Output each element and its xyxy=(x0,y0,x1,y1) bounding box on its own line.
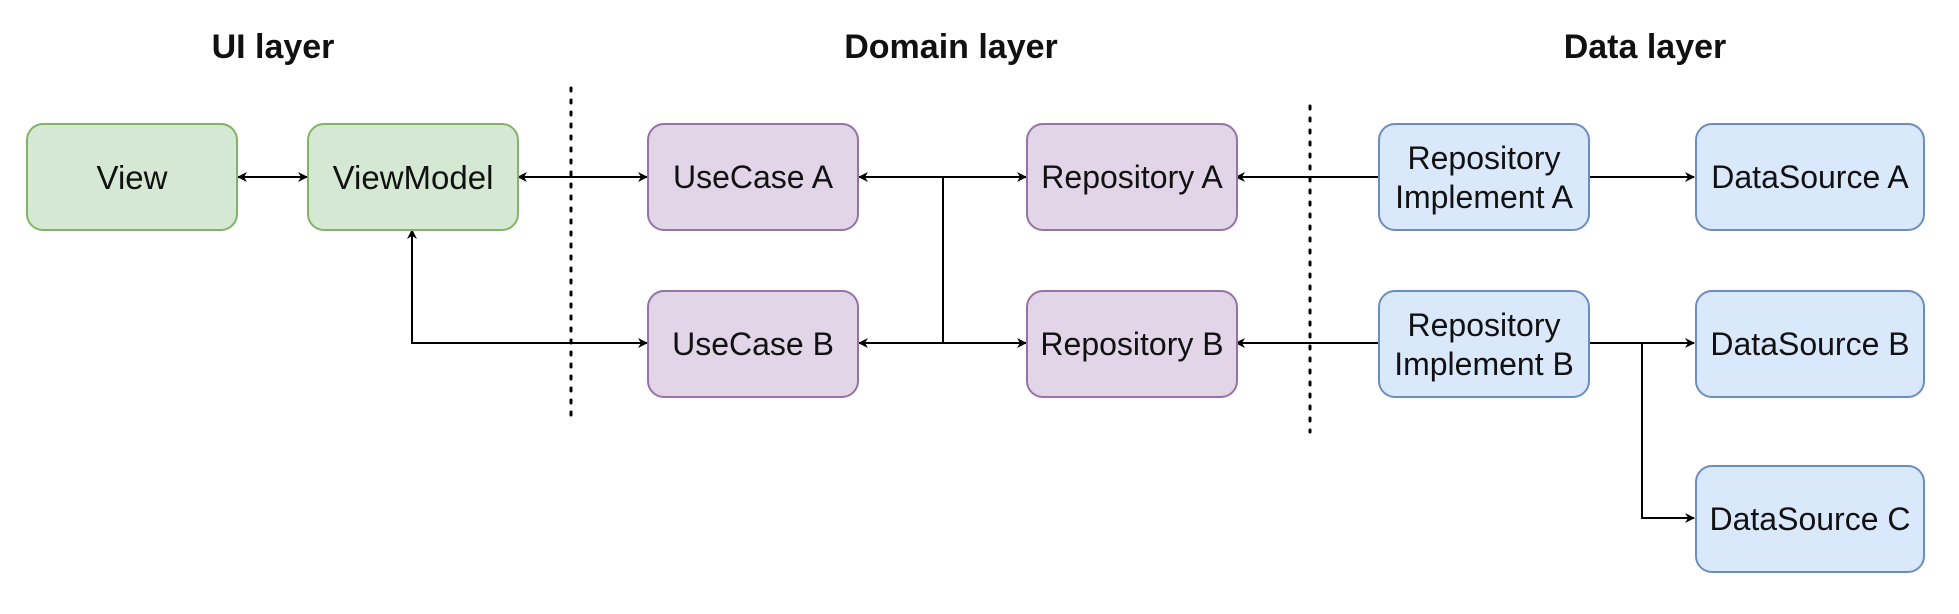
edge-impl-b-datasource-c xyxy=(1641,343,1695,523)
node-datasource-c[interactable]: DataSource C xyxy=(1695,465,1925,573)
node-repository-b[interactable]: Repository B xyxy=(1026,290,1238,398)
node-repository-implement-a-line1: Repository xyxy=(1408,140,1561,176)
node-usecase-b-label: UseCase B xyxy=(672,326,834,362)
heading-data-layer: Data layer xyxy=(1564,28,1727,66)
node-repository-implement-b-line1: Repository xyxy=(1408,307,1561,343)
edge-viewmodel-usecase-b xyxy=(407,229,648,348)
node-usecase-a[interactable]: UseCase A xyxy=(647,123,859,231)
heading-domain-layer: Domain layer xyxy=(844,28,1058,66)
node-repository-a-label: Repository A xyxy=(1041,159,1223,195)
node-repository-b-label: Repository B xyxy=(1040,326,1223,362)
node-datasource-c-label: DataSource C xyxy=(1710,501,1911,537)
node-datasource-b-label: DataSource B xyxy=(1710,326,1909,362)
node-repository-implement-b-line2: Implement B xyxy=(1394,346,1574,382)
node-usecase-b[interactable]: UseCase B xyxy=(647,290,859,398)
node-viewmodel-label: ViewModel xyxy=(333,159,494,196)
node-viewmodel[interactable]: ViewModel xyxy=(307,123,519,231)
node-repository-implement-b[interactable]: Repository Implement B xyxy=(1378,290,1590,398)
node-datasource-a[interactable]: DataSource A xyxy=(1695,123,1925,231)
node-view-label: View xyxy=(97,159,168,196)
node-view[interactable]: View xyxy=(26,123,238,231)
node-datasource-a-label: DataSource A xyxy=(1711,159,1909,195)
heading-ui-layer: UI layer xyxy=(212,28,335,66)
node-repository-implement-a-line2: Implement A xyxy=(1395,179,1574,215)
node-usecase-a-label: UseCase A xyxy=(673,159,834,195)
connectors xyxy=(237,172,1695,523)
node-repository-a[interactable]: Repository A xyxy=(1026,123,1238,231)
node-datasource-b[interactable]: DataSource B xyxy=(1695,290,1925,398)
node-repository-implement-a[interactable]: Repository Implement A xyxy=(1378,123,1590,231)
